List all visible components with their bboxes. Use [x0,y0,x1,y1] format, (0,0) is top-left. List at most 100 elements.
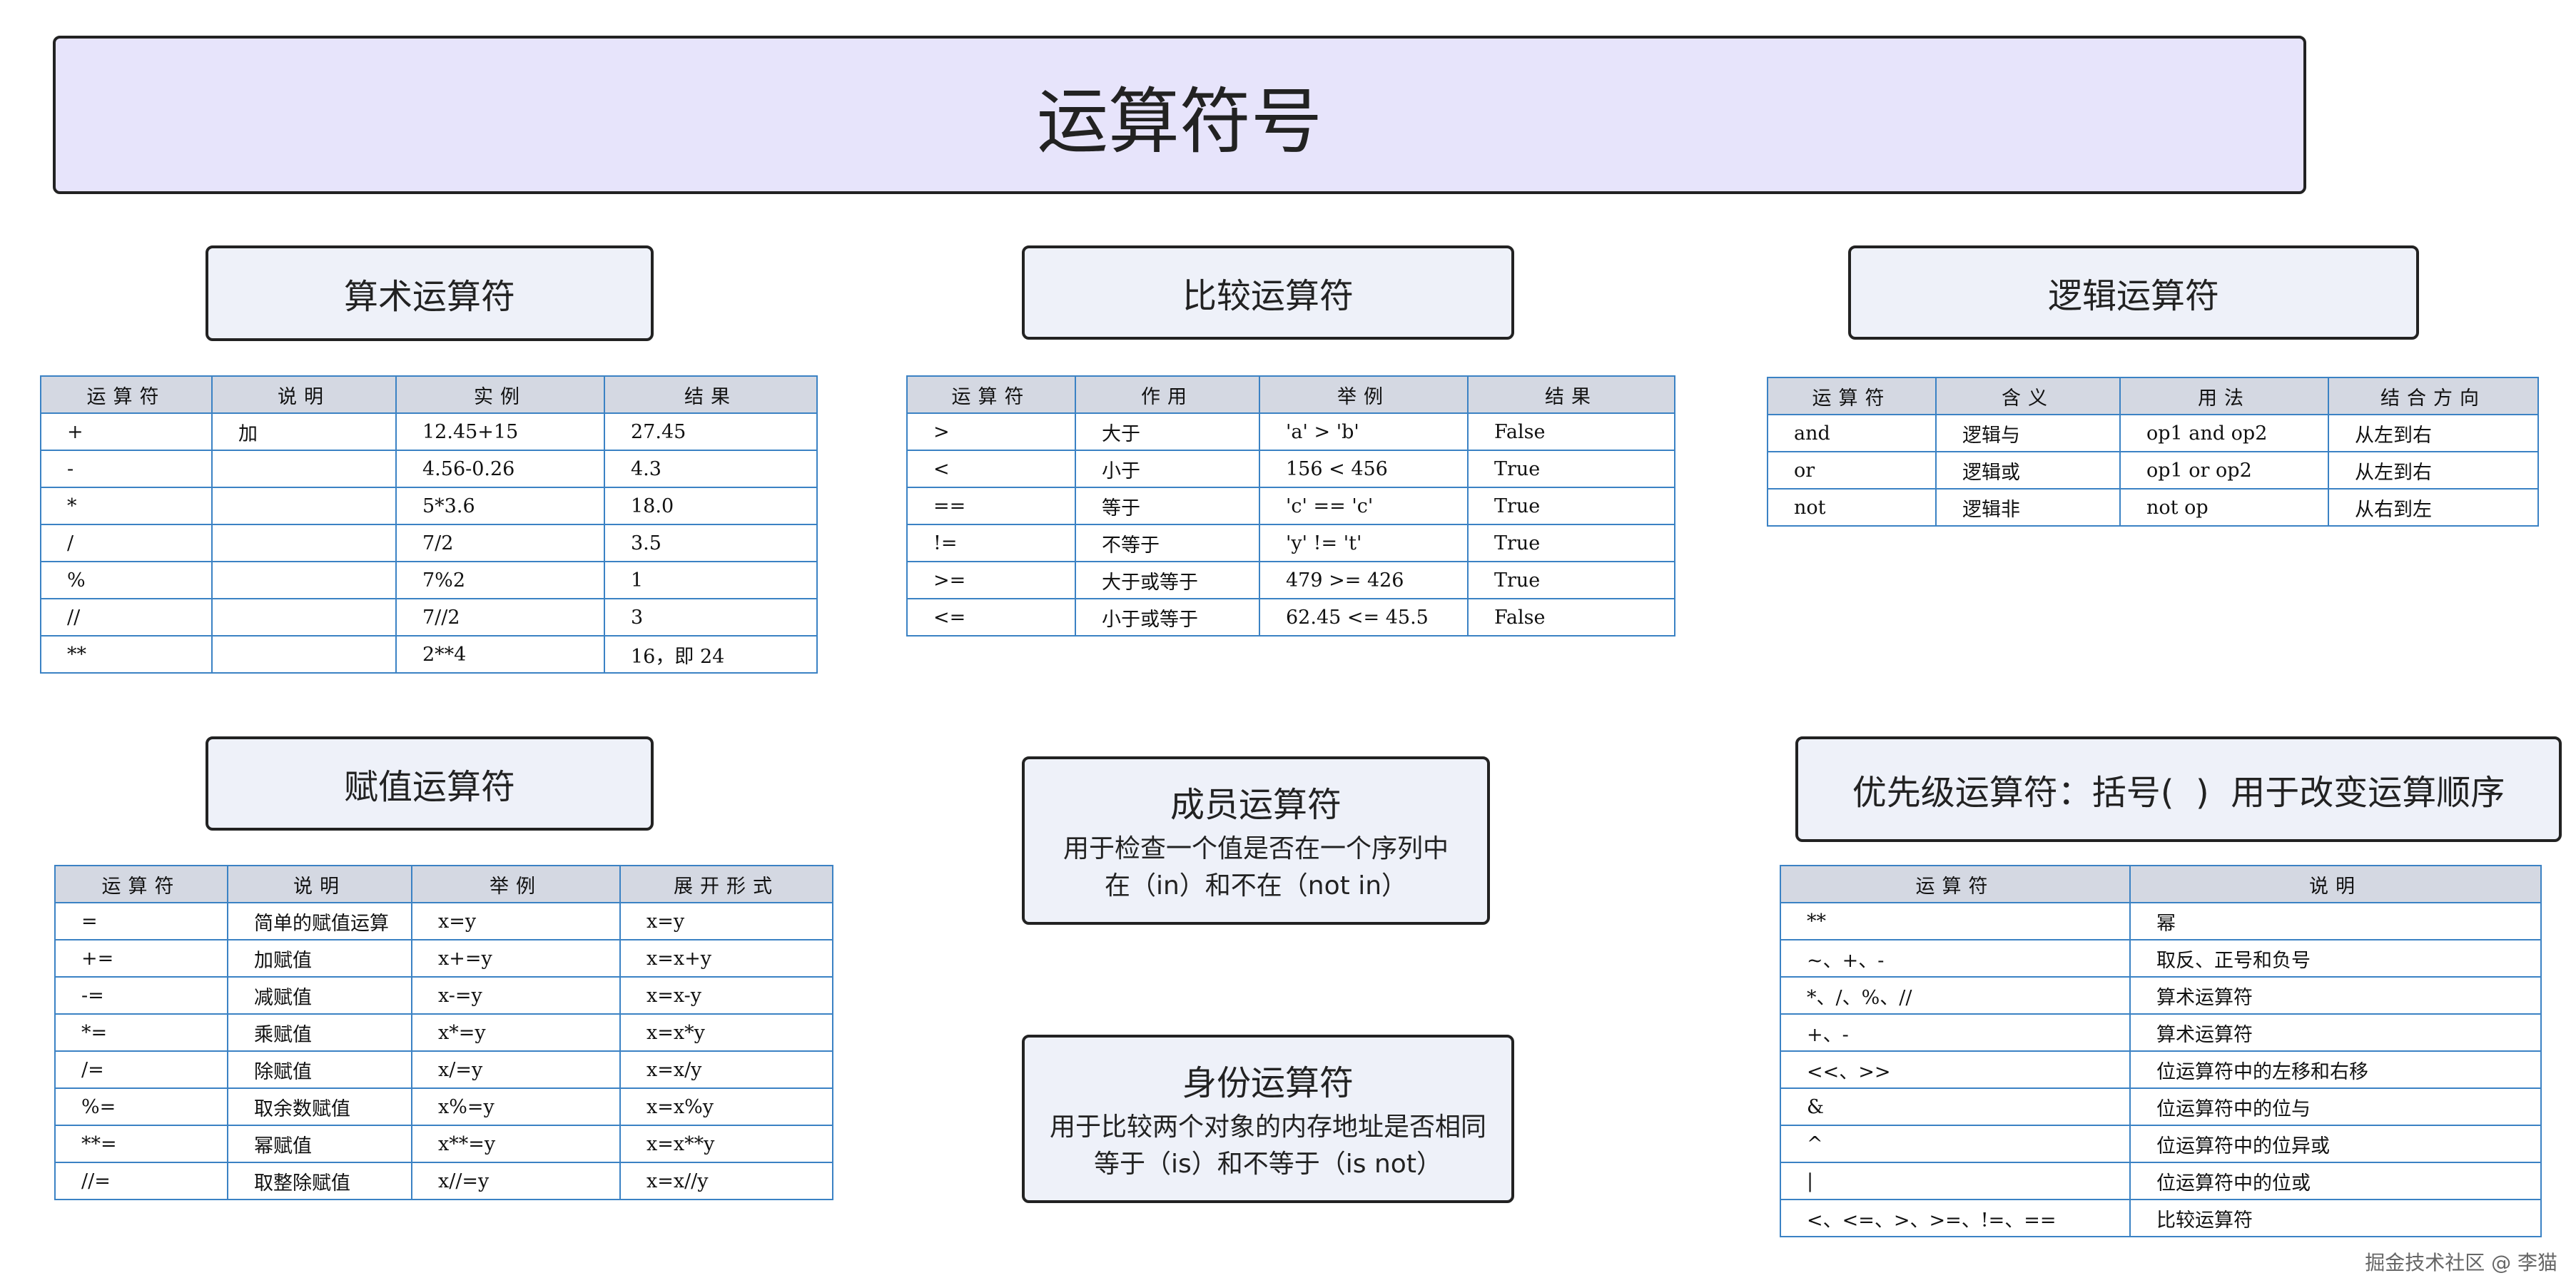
table-cell: 3.5 [604,524,818,562]
table-cell: = [54,902,228,940]
table-cell: 7//2 [395,598,605,637]
identity-box: 身份运算符 用于比较两个对象的内存地址是否相同 等于（is）和不等于（is no… [1022,1035,1514,1203]
table-row: ==等于'c' == 'c'True [906,487,1675,525]
table-cell: * [40,487,213,525]
table-cell: x*=y [411,1013,621,1052]
arith-col-header: 结果 [604,375,818,414]
table-cell: op1 or op2 [2119,451,2329,490]
table-cell [211,635,397,674]
priority-table: 运算符说明**幂~、+、-取反、正号和负号*、/、%、//算术运算符+、-算术运… [1780,865,2542,1237]
table-cell: ^ [1780,1125,2131,1163]
table-cell: x+=y [411,939,621,978]
table-cell: x/=y [411,1050,621,1089]
table-cell: + [40,412,213,451]
table-cell: 比较运算符 [2129,1199,2542,1237]
table-cell: 位运算符中的位与 [2129,1087,2542,1126]
table-cell: +、- [1780,1013,2131,1052]
table-cell: 12.45+15 [395,412,605,451]
table-cell: 2**4 [395,635,605,674]
table-cell: 等于 [1075,487,1260,525]
table-cell: 简单的赋值运算 [227,902,412,940]
page-title: 运算符号 [53,36,2306,194]
table-cell: 逻辑非 [1935,488,2121,527]
table-cell: 从左到右 [2328,414,2539,452]
table-cell: 18.0 [604,487,818,525]
table-cell: not [1767,488,1937,527]
table-cell: < [906,450,1076,488]
table-cell: and [1767,414,1937,452]
logic-col-header: 运算符 [1767,377,1937,415]
priority-col-header: 运算符 [1780,865,2131,903]
table-cell: x=x-y [619,976,833,1015]
compare-col-header: 运算符 [906,375,1076,414]
identity-desc-2: 等于（is）和不等于（is not） [1094,1150,1442,1179]
table-row: !=不等于'y' != 't'True [906,524,1675,562]
table-row: **幂 [1780,902,2542,940]
table-cell: /= [54,1050,228,1089]
table-cell: //= [54,1162,228,1200]
table-cell: 479 >= 426 [1259,561,1469,599]
table-cell: -= [54,976,228,1015]
table-cell: 减赋值 [227,976,412,1015]
table-cell: 位运算符中的左移和右移 [2129,1050,2542,1089]
table-cell [211,450,397,488]
table-row: >大于'a' > 'b'False [906,412,1675,451]
table-cell: >= [906,561,1076,599]
table-cell: x**=y [411,1125,621,1163]
table-cell: 'c' == 'c' [1259,487,1469,525]
assign-header-row: 运算符说明举例展开形式 [54,865,833,903]
table-cell: % [40,561,213,599]
compare-col-header: 举例 [1259,375,1469,414]
table-cell: 位运算符中的位或 [2129,1162,2542,1200]
table-cell: *、/、%、// [1780,976,2131,1015]
arith-label-box: 算术运算符 [206,245,654,341]
table-cell: True [1467,524,1675,562]
assign-col-header: 说明 [227,865,412,903]
member-desc-2: 在（in）和不在（not in） [1104,871,1408,901]
arith-col-header: 实例 [395,375,605,414]
table-cell: 5*3.6 [395,487,605,525]
table-cell: 算术运算符 [2129,1013,2542,1052]
table-cell: // [40,598,213,637]
table-row: +、-算术运算符 [1780,1013,2542,1052]
logic-label-box: 逻辑运算符 [1848,245,2419,340]
arith-label: 算术运算符 [343,277,515,317]
table-cell: 7/2 [395,524,605,562]
table-cell: > [906,412,1076,451]
table-cell: ** [40,635,213,674]
table-cell: 4.56-0.26 [395,450,605,488]
table-cell: x//=y [411,1162,621,1200]
logic-header-row: 运算符含义用法结合方向 [1767,377,2539,415]
logic-col-header: 含义 [1935,377,2121,415]
assign-col-header: 举例 [411,865,621,903]
arith-col-header: 运算符 [40,375,213,414]
table-cell: True [1467,450,1675,488]
table-cell: <<、>> [1780,1050,2131,1089]
table-cell: 4.3 [604,450,818,488]
table-cell: x%=y [411,1087,621,1126]
table-cell: True [1467,561,1675,599]
table-cell: x=x/y [619,1050,833,1089]
table-cell: & [1780,1087,2131,1126]
member-label: 成员运算符 [1170,785,1342,825]
table-cell: 7%2 [395,561,605,599]
table-cell: True [1467,487,1675,525]
table-row: *、/、%、//算术运算符 [1780,976,2542,1015]
table-cell: 16，即 24 [604,635,818,674]
compare-header-row: 运算符作用举例结果 [906,375,1675,414]
